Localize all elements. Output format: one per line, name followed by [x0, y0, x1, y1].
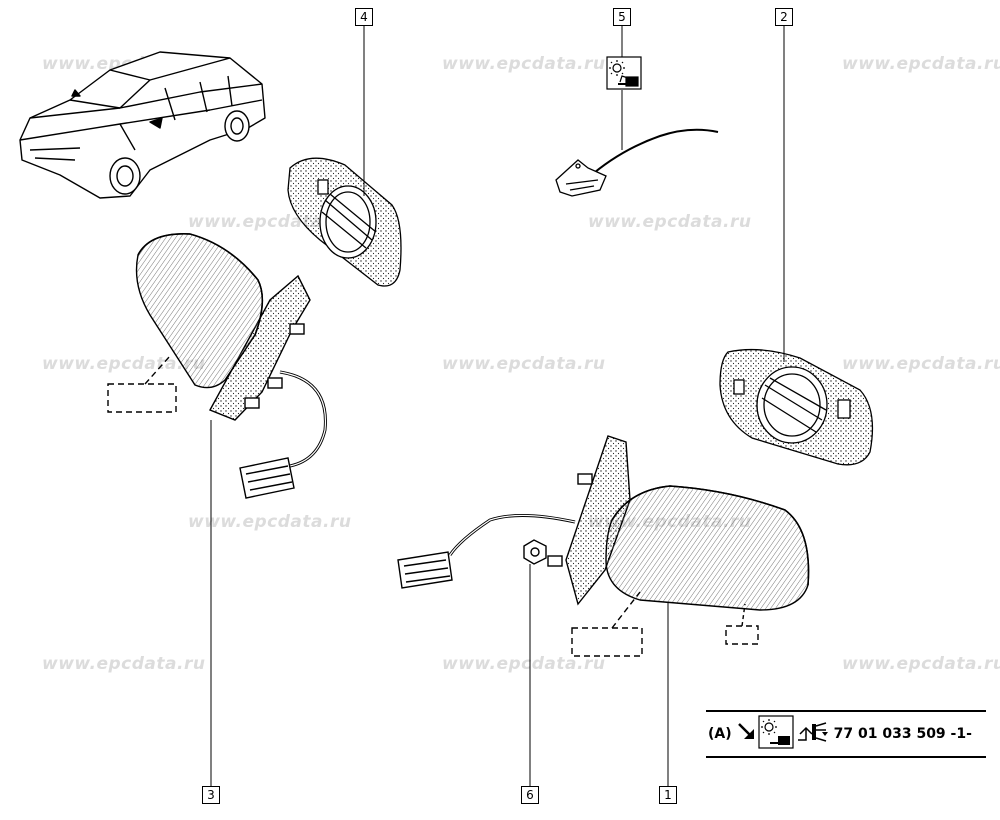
wiring-harness — [555, 128, 719, 197]
mirror-assembly-left — [107, 233, 327, 499]
part-number: 77 01 033 509 -1- — [833, 726, 972, 742]
arrow-down-right-icon — [736, 721, 758, 747]
nut — [523, 539, 547, 565]
car-illustration — [19, 51, 266, 199]
callout-5: 5 — [613, 8, 631, 26]
reference-label: (A) — [708, 726, 732, 742]
callout-6: 6 — [521, 786, 539, 804]
leader-lines — [210, 25, 785, 786]
mirror-glass-right — [719, 348, 874, 466]
callout-2: 2 — [775, 8, 793, 26]
mirror-adjust-icon — [796, 720, 830, 748]
callout-3: 3 — [202, 786, 220, 804]
callout-4: 4 — [355, 8, 373, 26]
mirror-glass-upper — [287, 157, 402, 287]
mirror-assembly-right — [397, 435, 810, 657]
electric-mirror-icon — [606, 56, 642, 90]
reference-block: (A) 77 01 033 50 — [706, 710, 986, 758]
electric-mirror-icon — [758, 715, 796, 753]
callout-1: 1 — [659, 786, 677, 804]
